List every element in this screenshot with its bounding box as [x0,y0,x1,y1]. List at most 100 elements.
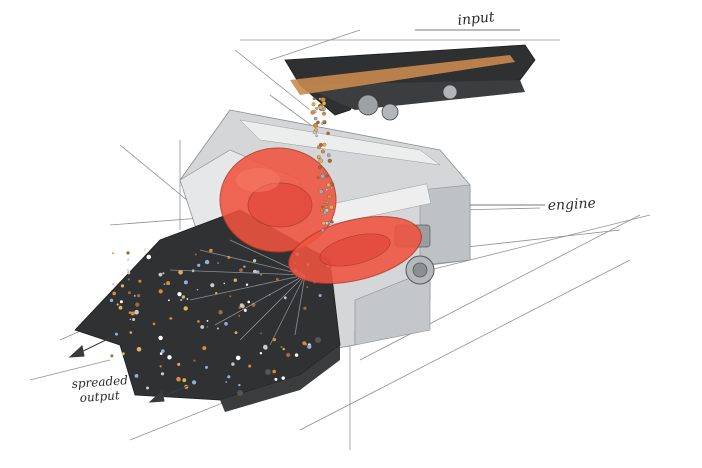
trajectory-arrows [169,239,306,346]
material-particle [245,283,249,286]
arrow-left-icon [68,337,111,358]
material-particle [200,325,205,329]
material-particle [120,284,125,288]
material-particle [326,153,331,158]
material-particle [177,292,182,297]
material-particle [324,208,329,213]
material-particle [325,201,329,204]
material-particle [239,268,243,272]
material-particle [217,262,219,264]
material-particle [275,277,279,281]
material-particle [326,131,330,136]
material-particle [112,274,116,277]
material-particle [321,221,326,226]
material-particle [317,155,321,159]
material-particle [134,309,139,315]
label-leaders [415,29,545,206]
material-particle [315,134,318,138]
material-particle [159,365,162,368]
material-particle [182,378,187,383]
material-particle [159,352,163,355]
material-particle [144,248,149,253]
material-particle [243,308,247,312]
material-particle [205,365,208,369]
material-particle [272,369,277,374]
material-particle [259,352,263,355]
material-particle [216,327,219,330]
output-belt [74,209,341,412]
material-particle [325,221,329,225]
material-particle [235,355,241,361]
material-particle [317,165,322,170]
material-particle [138,279,142,283]
material-particle [218,310,223,315]
belt-bolt [265,369,271,375]
material-particle [316,120,320,125]
material-particle [281,376,285,380]
material-particle [316,176,320,180]
falling-material [310,97,335,232]
arrow-left-icon [148,384,191,403]
material-particle [225,381,228,383]
material-particle [116,303,119,306]
material-particle [320,97,326,103]
material-particle [109,298,114,303]
material-particle [330,182,335,187]
label-output-line1: spreaded [71,373,128,391]
material-particle [280,345,283,349]
material-particle [115,332,118,336]
material-particle [181,295,186,299]
material-particle [326,182,331,188]
material-particle [325,188,329,192]
material-particle [186,298,189,300]
material-particle [128,387,132,391]
material-particle [318,294,322,297]
material-particle [161,349,165,353]
material-particle [312,97,316,101]
material-particle [193,359,196,362]
material-particle [146,254,152,260]
material-particle [118,305,123,310]
material-particle [234,331,238,334]
material-particle [318,158,324,164]
material-particle [247,300,250,304]
material-particle [135,302,140,307]
material-particle [206,326,209,328]
material-particle [169,317,172,320]
material-particle [127,291,131,295]
belt-bolt [237,390,243,396]
material-particle [248,364,252,368]
material-particle [283,296,287,300]
material-particle [314,128,318,132]
material-particle [327,158,332,163]
material-particle [322,111,326,116]
material-particle [163,283,166,285]
roller [381,103,399,121]
material-particle [197,320,200,323]
material-particle [202,346,207,351]
material-particle [322,119,325,122]
material-particle [260,273,263,276]
material-particle [127,278,130,281]
material-particle [231,362,235,366]
material-particle [132,318,136,321]
material-particle [209,248,213,253]
material-particle [168,299,170,302]
material-particle [146,386,149,390]
material-particle [133,294,136,297]
material-particle [260,332,262,335]
material-particle [158,335,163,341]
material-particle [158,289,163,294]
material-particle [318,189,324,195]
material-particle [178,270,183,275]
material-particle [239,303,244,308]
material-particle [325,174,329,178]
material-particle [243,265,246,268]
material-particle [320,149,325,154]
material-particle [323,107,326,111]
material-particle [313,122,319,128]
material-particle [180,298,183,302]
material-particle [318,105,324,110]
material-particle [229,295,232,298]
material-particle [227,375,231,379]
